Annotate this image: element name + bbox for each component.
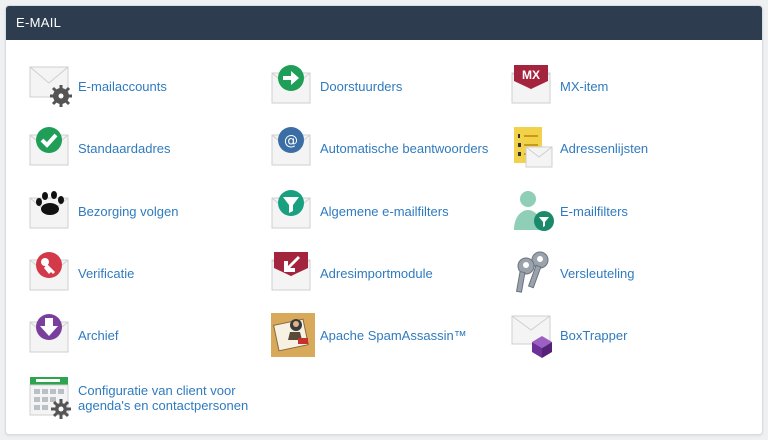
section-header: E-MAIL [6, 6, 762, 40]
paw-print-icon [28, 188, 74, 234]
import-arrow-icon [270, 250, 316, 296]
item-label[interactable]: MX-item [560, 78, 609, 94]
item-boxtrapper[interactable]: BoxTrapper [510, 312, 627, 358]
spamassassin-icon [270, 312, 316, 358]
key-icon [28, 250, 74, 296]
forward-arrow-icon [270, 63, 316, 109]
item-label[interactable]: Apache SpamAssassin™ [320, 327, 467, 343]
item-mailing-lists[interactable]: Adressenlijsten [510, 125, 648, 171]
item-track-delivery[interactable]: Bezorging volgen [28, 188, 178, 234]
item-global-filters[interactable]: Algemene e-mailfilters [270, 188, 449, 234]
item-label[interactable]: Configuratie van client voor agenda's en… [78, 383, 249, 413]
item-email-accounts[interactable]: E-mailaccounts [28, 63, 167, 109]
item-label[interactable]: Verificatie [78, 265, 135, 281]
svg-text:@: @ [284, 133, 298, 149]
item-label[interactable]: Doorstuurders [320, 78, 403, 94]
item-archive[interactable]: Archief [28, 312, 118, 358]
item-label[interactable]: Adressenlijsten [560, 140, 649, 156]
item-address-importer[interactable]: Adresimportmodule [270, 250, 433, 296]
mx-record-icon: MX [510, 63, 556, 109]
item-authentication[interactable]: Verificatie [28, 250, 134, 296]
item-label[interactable]: Automatische beantwoorders [320, 140, 489, 156]
item-label[interactable]: BoxTrapper [560, 327, 628, 343]
box-envelope-icon [510, 312, 556, 358]
at-sign-icon: @ [270, 125, 316, 171]
item-spamassassin[interactable]: Apache SpamAssassin™ [270, 312, 467, 358]
funnel-icon [270, 188, 316, 234]
item-default-address[interactable]: Standaardadres [28, 125, 171, 171]
numbered-list-icon [510, 125, 556, 171]
item-label[interactable]: Bezorging volgen [78, 203, 179, 219]
item-label[interactable]: Adresimportmodule [320, 265, 433, 281]
checkmark-icon [28, 125, 74, 171]
user-filter-icon [510, 188, 556, 234]
item-label[interactable]: E-mailfilters [560, 203, 628, 219]
item-label[interactable]: Standaardadres [78, 140, 171, 156]
envelope-gear-icon [28, 63, 74, 109]
item-email-filters[interactable]: E-mailfilters [510, 188, 628, 234]
svg-text:MX: MX [522, 68, 540, 82]
item-label[interactable]: E-mailaccounts [78, 78, 167, 94]
calendar-gear-icon [28, 375, 74, 421]
item-mx-entry[interactable]: MX MX-item [510, 63, 608, 109]
item-label[interactable]: Versleuteling [560, 265, 635, 281]
item-encryption[interactable]: Versleuteling [510, 250, 634, 296]
item-autoresponders[interactable]: @ Automatische beantwoorders [270, 125, 488, 171]
email-section-panel: E-MAIL E-mailaccounts [5, 5, 763, 435]
keys-icon [510, 250, 556, 296]
item-label[interactable]: Algemene e-mailfilters [320, 203, 449, 219]
item-forwarders[interactable]: Doorstuurders [270, 63, 402, 109]
download-arrow-icon [28, 312, 74, 358]
item-calendar-contacts-config[interactable]: Configuratie van client voor agenda's en… [28, 375, 268, 421]
item-label[interactable]: Archief [78, 327, 119, 343]
